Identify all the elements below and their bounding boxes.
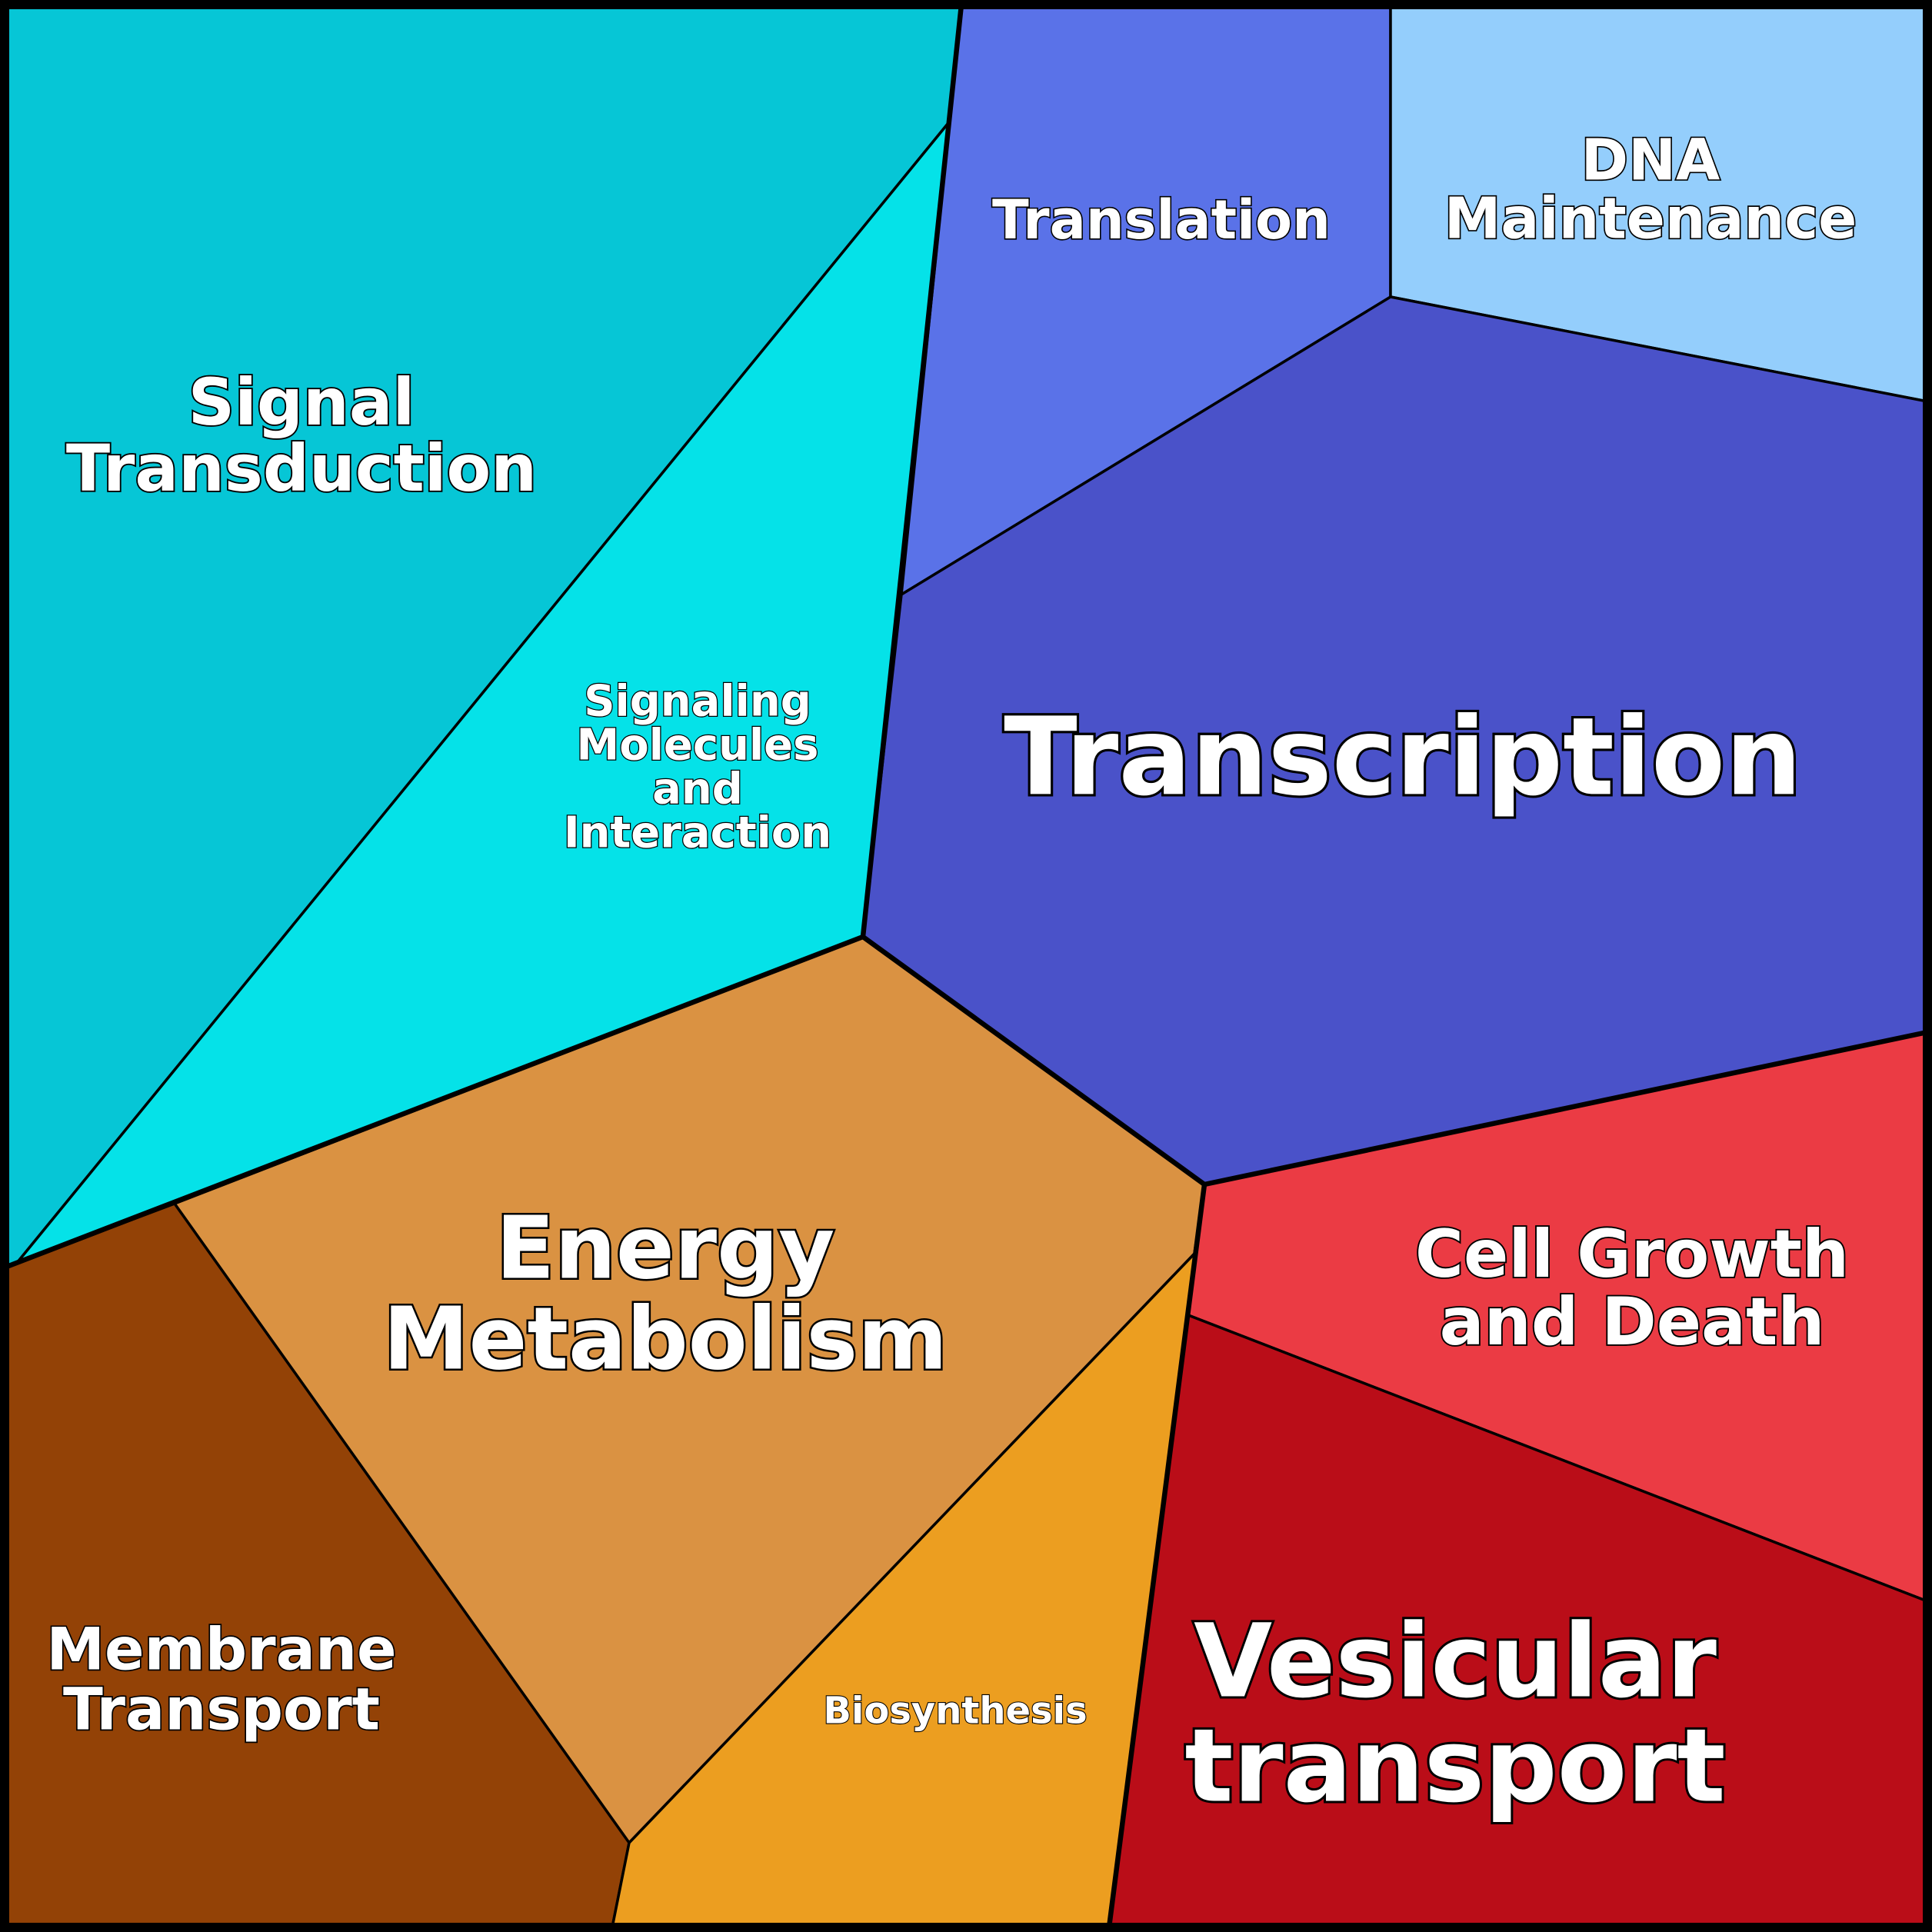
label-biosynthesis: Biosynthesis	[823, 1689, 1087, 1732]
label-line: Biosynthesis	[823, 1689, 1087, 1732]
label-line: Metabolism	[383, 1289, 948, 1389]
label-translation: Translation	[992, 188, 1331, 251]
label-line: Transcription	[1004, 695, 1802, 820]
label-line: Transport	[63, 1674, 380, 1743]
label-line: Molecules	[577, 721, 819, 771]
label-line: Translation	[992, 188, 1331, 251]
label-line: transport	[1184, 1707, 1725, 1826]
label-line: Signaling	[584, 677, 811, 727]
label-line: Energy	[496, 1198, 835, 1298]
label-line: Vesicular	[1194, 1603, 1717, 1721]
label-line: Interaction	[564, 808, 831, 858]
label-line: Signal	[188, 365, 415, 440]
group-border-right	[1106, 1181, 1208, 1930]
label-transcription: Transcription	[1004, 695, 1802, 820]
label-line: and Death	[1440, 1284, 1825, 1361]
label-line: Membrane	[46, 1614, 396, 1683]
label-line: Transduction	[66, 431, 537, 506]
label-line: and	[652, 764, 743, 814]
label-line: Maintenance	[1444, 186, 1857, 252]
label-line: DNA	[1581, 128, 1720, 194]
cells-layer	[3, 3, 1929, 1929]
label-line: Cell Growth	[1415, 1216, 1849, 1293]
